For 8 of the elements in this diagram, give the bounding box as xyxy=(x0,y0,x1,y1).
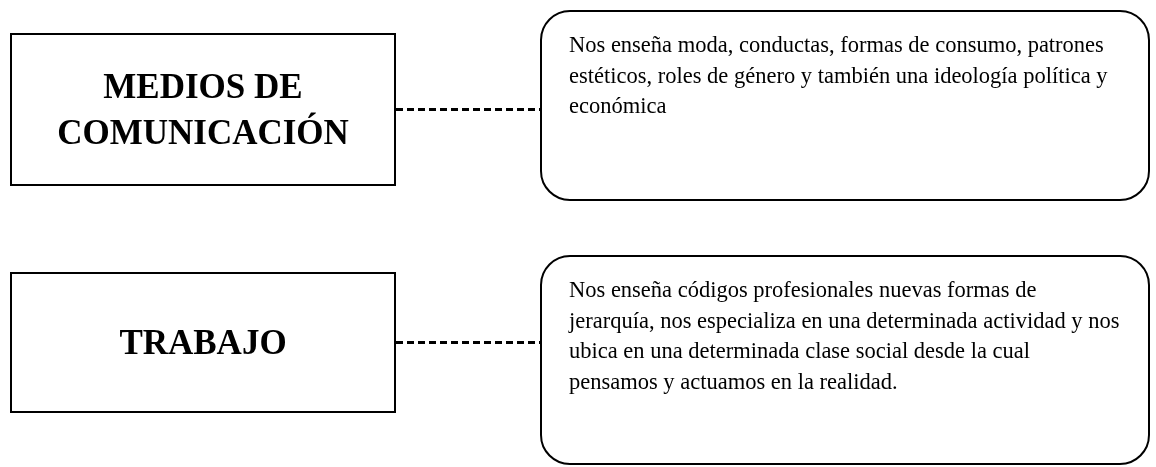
title-box xyxy=(10,33,396,186)
description-text: Nos enseña moda, conductas, formas de consumo, patrones estéticos, roles de género y también una ideología política y económica xyxy=(569,31,1109,121)
heading-text: TRABAJO xyxy=(119,321,287,364)
description-box xyxy=(540,10,1150,201)
heading-text: MEDIOS DE COMUNICACIÓN xyxy=(56,66,350,154)
description-text: Nos enseña códigos profesionales nuevas formas de jerarquía, nos especializa en una determinada actividad y nos ubica en una determinada clase social desde la cual pensamos y actuamos en la realidad. xyxy=(569,276,1121,396)
description-box xyxy=(540,255,1150,465)
title-box xyxy=(10,272,396,413)
